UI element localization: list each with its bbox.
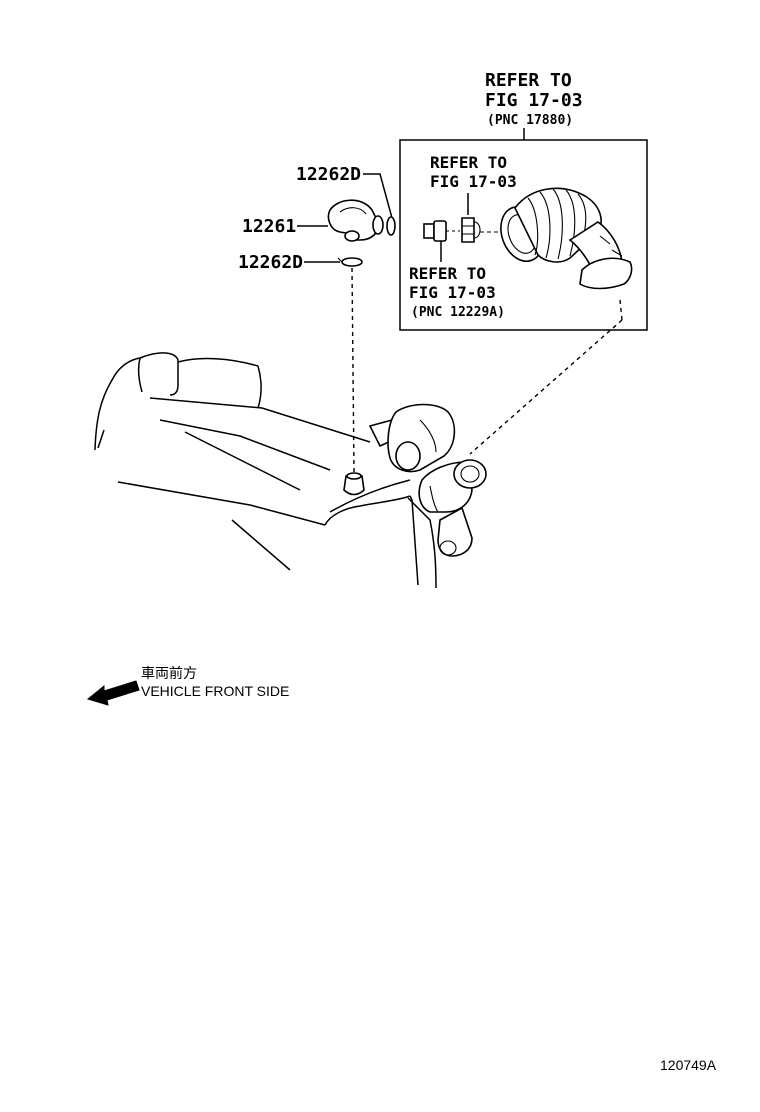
part-label-clip-lower: 12262D <box>238 252 340 273</box>
top-refer-line2: FIG 17-03 <box>485 90 583 111</box>
engine-cylinder-head-cover <box>94 352 437 589</box>
clip-upper-label: 12262D <box>296 164 361 185</box>
throttle-body-assembly <box>368 403 487 557</box>
fitting-refer-pnc: (PNC 12229A) <box>411 305 505 320</box>
top-refer-pnc: (PNC 17880) <box>487 113 573 128</box>
clamp-refer-line2: FIG 17-03 <box>430 172 517 191</box>
top-refer-line1: REFER TO <box>485 70 572 91</box>
vehicle-front-label-en: VEHICLE FRONT SIDE <box>141 683 289 699</box>
hose-dashed-leader-2 <box>469 319 623 455</box>
clip-lower-label: 12262D <box>238 252 303 273</box>
reference-box <box>399 139 648 331</box>
clamp-reference-callout: REFER TO FIG 17-03 <box>430 153 517 215</box>
vehicle-front-label-jp: 車両前方 <box>141 665 197 681</box>
clip-upper-part <box>386 216 396 236</box>
figure-id: 120749A <box>660 1057 717 1073</box>
hose-clamp-part <box>461 217 481 243</box>
vehicle-front-indicator: 車両前方 VEHICLE FRONT SIDE <box>86 665 289 706</box>
lower-clip-dashed-leader <box>351 267 355 473</box>
pcv-nipple <box>343 472 365 496</box>
intake-hose-part <box>480 187 633 290</box>
top-reference-callout: REFER TO FIG 17-03 (PNC 17880) <box>485 70 583 140</box>
hose-label: 12261 <box>242 216 296 237</box>
hose-dashed-leader-1 <box>619 299 623 321</box>
breather-hose-part <box>327 199 384 242</box>
fitting-refer-line2: FIG 17-03 <box>409 283 496 302</box>
part-label-hose: 12261 <box>242 216 328 237</box>
part-label-clip-upper: 12262D <box>296 164 393 219</box>
fitting-refer-line1: REFER TO <box>409 264 486 283</box>
clamp-refer-line1: REFER TO <box>430 153 507 172</box>
fitting-part <box>423 220 460 242</box>
front-arrow-icon <box>86 680 140 706</box>
fitting-reference-callout: REFER TO FIG 17-03 (PNC 12229A) <box>409 241 505 320</box>
clip-lower-part <box>337 257 363 267</box>
